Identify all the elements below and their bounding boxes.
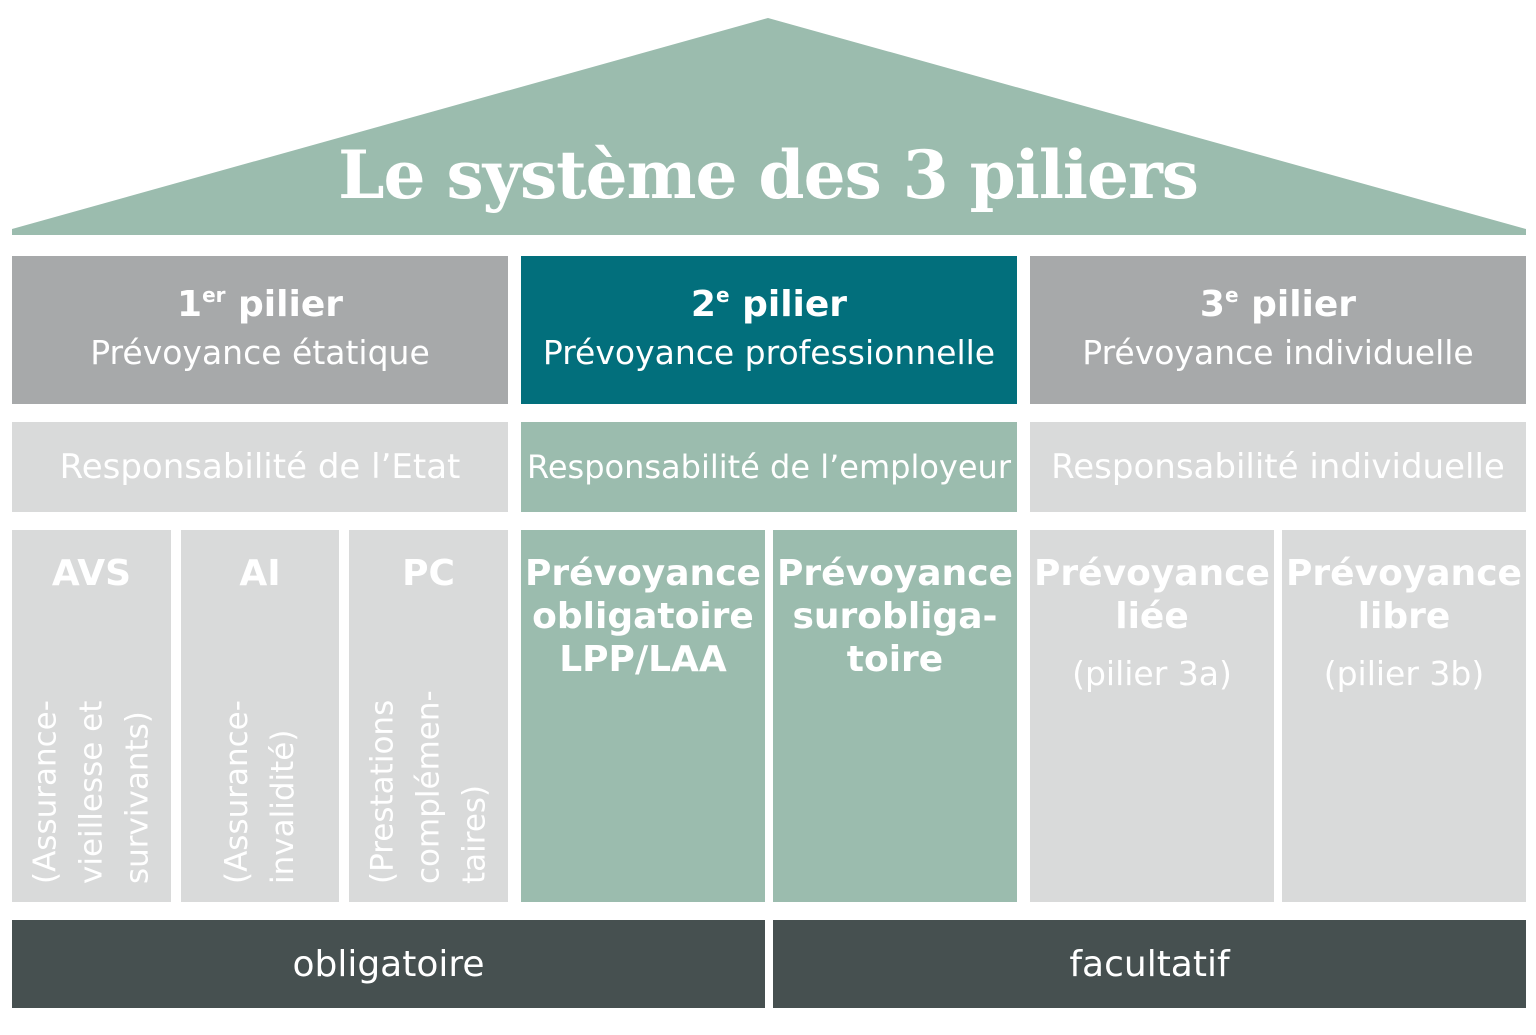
pillar-3-subtitle: Prévoyance individuelle (1082, 333, 1474, 372)
pillar-2-header: 2e pilier Prévoyance professionnelle (521, 256, 1017, 404)
pillar-2-subtitle: Prévoyance professionnelle (542, 333, 996, 372)
column-libre-detail: (pilier 3b) (1323, 654, 1485, 693)
roof-base-line (12, 229, 1526, 235)
pillar-1-title: 1er pilier (177, 283, 343, 325)
column-surobligatoire-title: Prévoyance surobliga- toire (777, 553, 1013, 680)
pillar-2-title: 2e pilier (690, 283, 848, 325)
roof-shape (12, 18, 1526, 229)
column-obligatoire: Prévoyance obligatoire LPP/LAA (521, 530, 765, 902)
column-ai-detail: (Assurance- invalidité) (219, 700, 301, 884)
roof (12, 18, 1526, 229)
column-avs-title: AVS (51, 553, 132, 594)
pillar-3-title: 3e pilier (1199, 283, 1357, 325)
column-pc: PC (Prestations complémen- taires) (349, 530, 508, 902)
footer-facultatif: facultatif (773, 920, 1526, 1008)
responsibility-state: Responsabilité de l’Etat (12, 422, 508, 512)
column-avs-detail: (Assurance- vieillesse et survivants) (27, 700, 156, 884)
column-avs: AVS (Assurance- vieillesse et survivants… (12, 530, 171, 902)
pillar-3-header: 3e pilier Prévoyance individuelle (1030, 256, 1526, 404)
responsibility-employer: Responsabilité de l’employeur (521, 422, 1017, 512)
column-obligatoire-title: Prévoyance obligatoire LPP/LAA (525, 553, 761, 680)
column-libre: Prévoyance libre (pilier 3b) (1282, 530, 1526, 902)
column-pc-title: PC (402, 553, 455, 594)
pillar-1-subtitle: Prévoyance étatique (90, 333, 430, 372)
diagram-title: Le système des 3 piliers (338, 136, 1199, 214)
column-ai-title: AI (239, 553, 281, 594)
column-surobligatoire: Prévoyance surobliga- toire (773, 530, 1017, 902)
column-ai: AI (Assurance- invalidité) (181, 530, 339, 902)
column-liee-detail: (pilier 3a) (1072, 654, 1232, 693)
column-pc-detail: (Prestations complémen- taires) (364, 690, 493, 884)
column-liee: Prévoyance liée (pilier 3a) (1030, 530, 1274, 902)
footer-obligatoire: obligatoire (12, 920, 765, 1008)
column-liee-title: Prévoyance liée (1034, 553, 1270, 637)
column-libre-title: Prévoyance libre (1286, 553, 1522, 637)
responsibility-individual: Responsabilité individuelle (1030, 422, 1526, 512)
pillar-1-header: 1er pilier Prévoyance étatique (12, 256, 508, 404)
